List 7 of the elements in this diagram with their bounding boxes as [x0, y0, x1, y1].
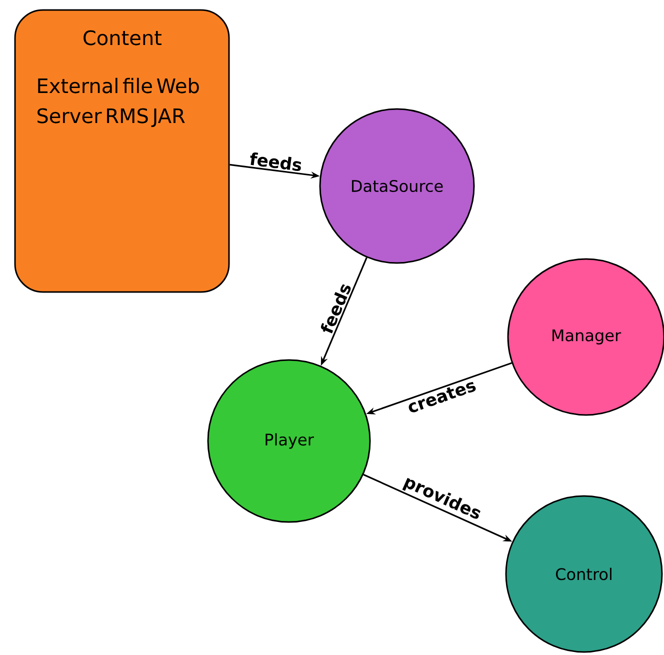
circle-node: Player: [207, 359, 371, 523]
circle-node: DataSource: [319, 108, 475, 264]
content-box: [14, 9, 230, 293]
box-text: Content External file Web Server RMS JAR: [38, 30, 199, 128]
edge-label: feeds: [250, 152, 301, 172]
circle-node: Control: [505, 495, 663, 653]
circle-node: Manager: [507, 258, 664, 416]
